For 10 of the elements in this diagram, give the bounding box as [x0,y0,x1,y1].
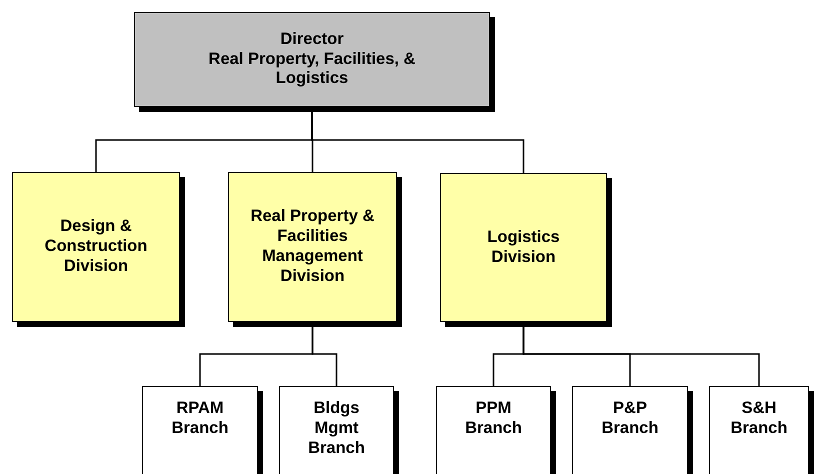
box-label: PPM Branch [464,399,523,439]
box-label: Director [280,30,344,50]
box-label: RPAM Branch [170,399,230,439]
box-label: Logistics Division [486,228,561,268]
box-label: S&H Branch [730,399,788,439]
box-label: P&P Branch [600,399,660,439]
box-label: Real Property, Facilities, & Logistics [208,50,416,90]
box-label: Real Property & Facilities Management Division [250,207,376,287]
box-label: Design & Construction Division [44,217,148,277]
box-label: Bldgs Mgmt Branch [307,399,366,458]
